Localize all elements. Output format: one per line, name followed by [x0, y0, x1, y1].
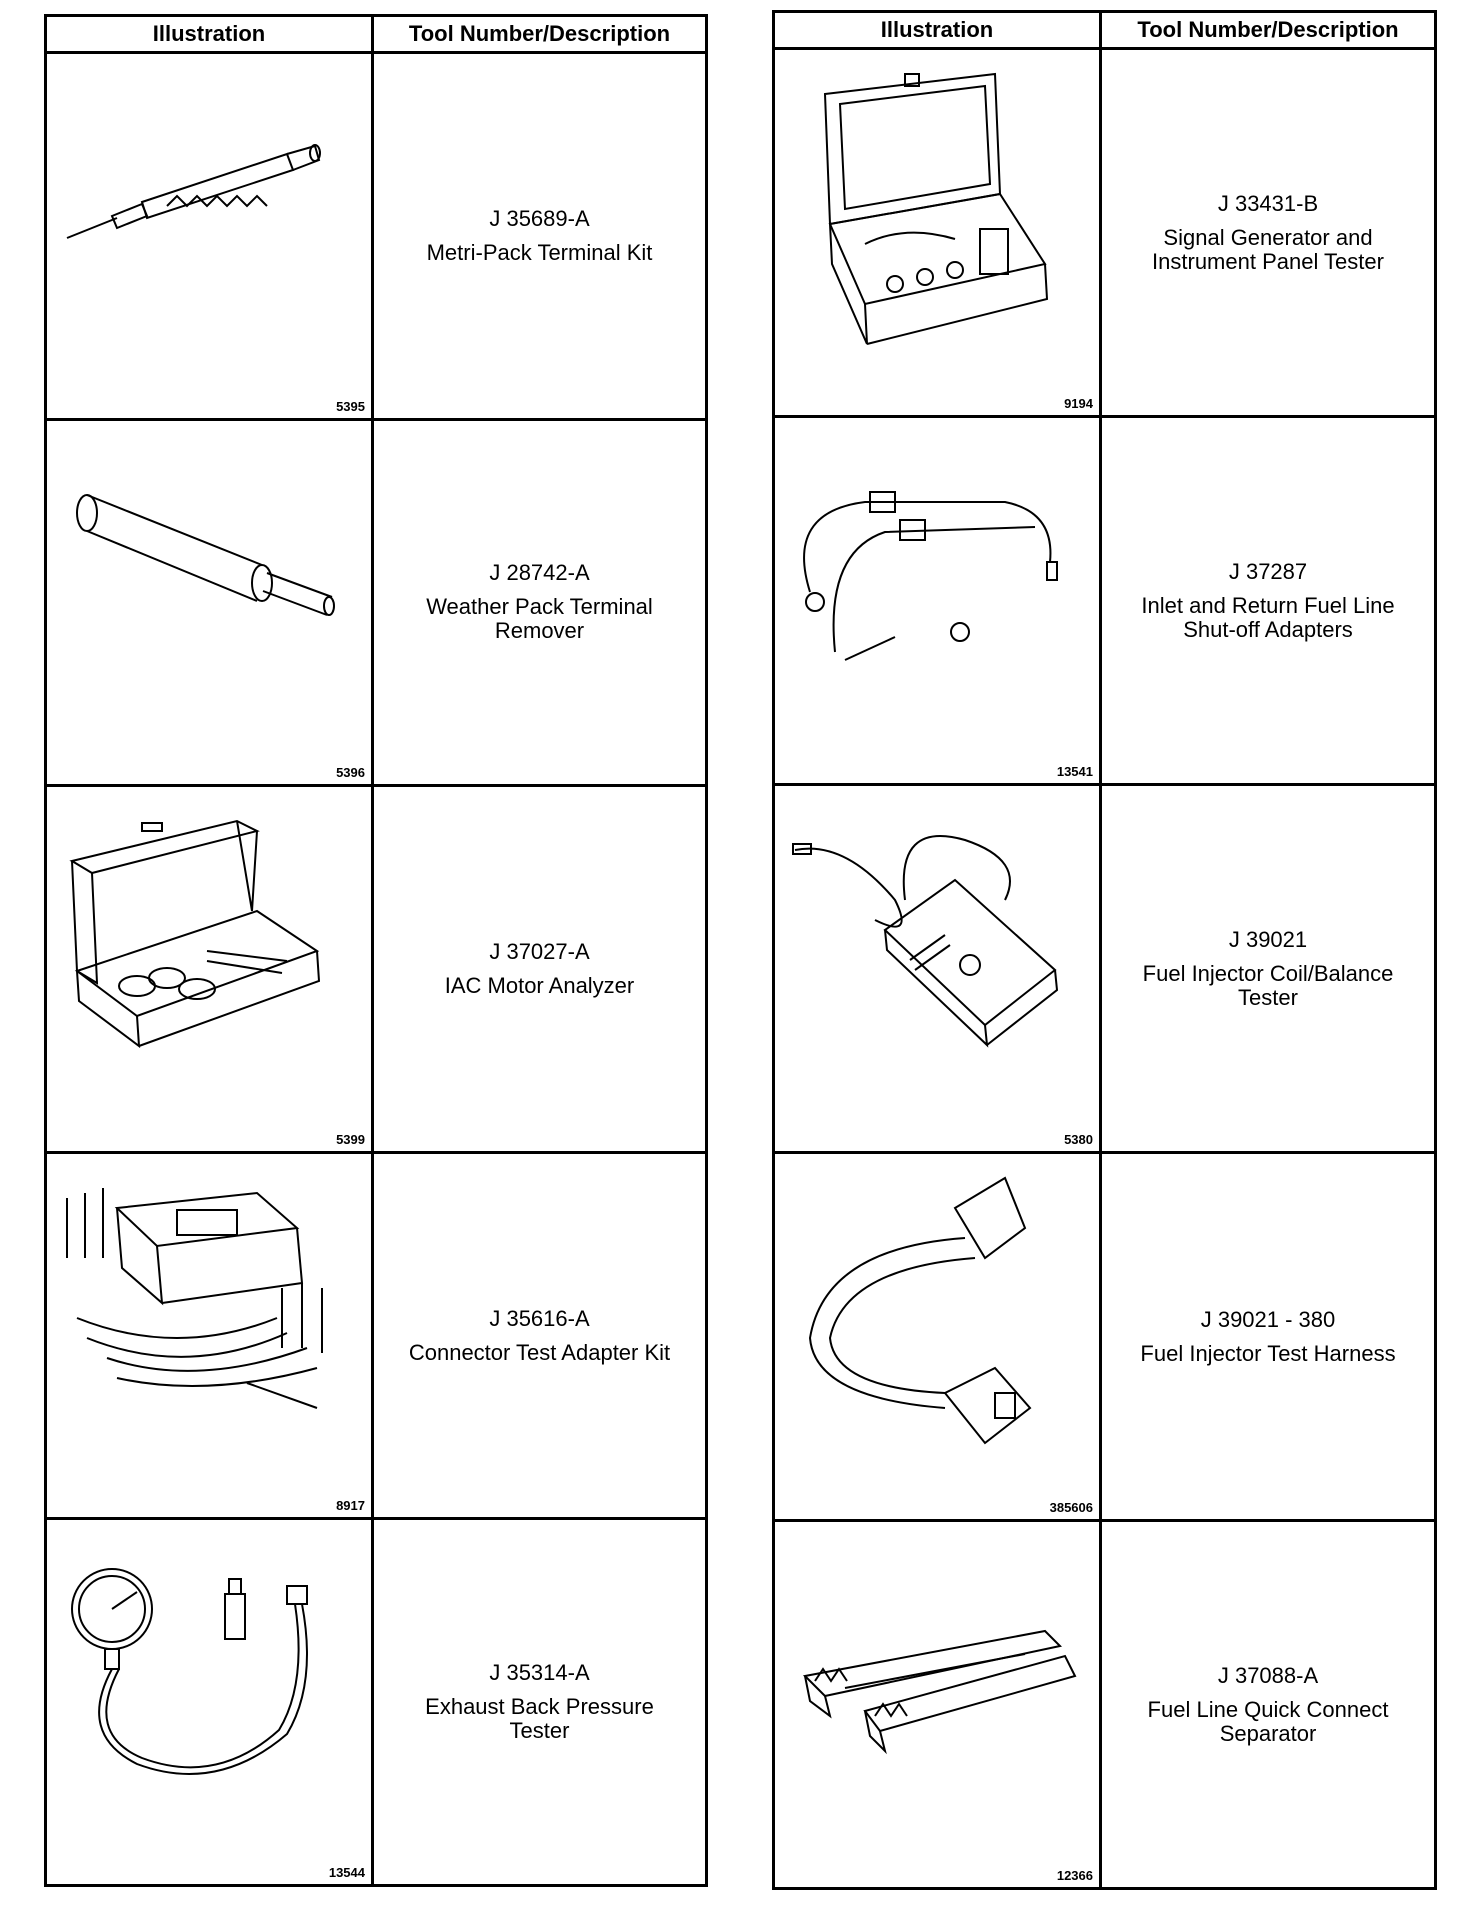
illustration-cell: 5395 — [47, 54, 374, 418]
tester-case-icon — [823, 72, 1049, 345]
tool-name: Exhaust Back Pressure Tester — [425, 1694, 654, 1744]
tool-number: J 35314-A — [489, 1660, 590, 1686]
fuel-line-adapter-icon — [803, 491, 1058, 661]
figure-number: 385606 — [1049, 1500, 1093, 1515]
tool-table-right: Illustration Tool Number/Description — [772, 10, 1437, 1890]
figure-number: 8917 — [336, 1498, 365, 1514]
tool-name: IAC Motor Analyzer — [444, 972, 635, 998]
tool-description-cell: J 37088-A Fuel Line Quick Connect Separa… — [1102, 1522, 1434, 1887]
table-row: 13544 J 35314-A Exhaust Back Pressure Te… — [47, 1520, 705, 1884]
illustration-cell: 8917 — [47, 1153, 374, 1518]
figure-number: 13544 — [328, 1864, 365, 1880]
table-row: 5399 J 37027-A IAC Motor Analyzer — [47, 787, 705, 1154]
table-row: 13541 J 37287 Inlet and Return Fuel Line… — [775, 418, 1434, 786]
tool-number: J 35616-A — [489, 1305, 590, 1331]
illustration-cell: 5396 — [47, 420, 374, 785]
tool-name: Inlet and Return Fuel Line Shut-off Adap… — [1141, 592, 1395, 642]
tool-name: Fuel Injector Test Harness — [1140, 1340, 1396, 1366]
tool-name: Connector Test Adapter Kit — [408, 1339, 671, 1365]
figure-number: 5399 — [336, 1131, 365, 1147]
tool-description-cell: J 37287 Inlet and Return Fuel Line Shut-… — [1102, 418, 1434, 783]
header-tool-description: Tool Number/Description — [408, 21, 671, 46]
tool-number: J 39021 - 380 — [1200, 1306, 1336, 1332]
table-row: 5380 J 39021 Fuel Injector Coil/Balance … — [775, 786, 1434, 1154]
illustration-cell: 5380 — [775, 786, 1102, 1151]
tool-description-cell: J 28742-A Weather Pack Terminal Remover — [374, 421, 705, 785]
figure-number: 9194 — [1064, 396, 1093, 411]
illustration-cell: 385606 — [775, 1154, 1102, 1519]
tool-name: Fuel Injector Coil/Balance Tester — [1142, 960, 1394, 1010]
tool-number: J 37088-A — [1217, 1662, 1319, 1688]
table-row: 9194 J 33431-B Signal Generator and Inst… — [775, 50, 1434, 418]
tool-number: J 39021 — [1228, 926, 1308, 952]
adapter-kit-icon — [66, 1187, 323, 1409]
illustration-cell: 13544 — [47, 1520, 374, 1884]
analyzer-case-icon — [69, 820, 321, 1049]
illustration-cell: 9194 — [775, 50, 1102, 415]
figure-number: 12366 — [1056, 1868, 1093, 1883]
table-header: Illustration Tool Number/Description — [775, 13, 1434, 50]
quick-connect-separator-icon — [802, 1629, 1077, 1755]
tool-description-cell: J 39021 - 380 Fuel Injector Test Harness — [1102, 1154, 1434, 1519]
test-harness-icon — [808, 1176, 1032, 1445]
illustration-cell: 13541 — [775, 418, 1102, 783]
tool-number: J 37287 — [1228, 558, 1308, 584]
table-header: Illustration Tool Number/Description — [47, 17, 705, 54]
table-row: 12366 J 37088-A Fuel Line Quick Connect … — [775, 1522, 1434, 1887]
tool-description-cell: J 35689-A Metri-Pack Terminal Kit — [374, 54, 705, 418]
header-illustration: Illustration — [47, 17, 374, 51]
tool-number: J 37027-A — [489, 938, 590, 964]
tool-number: J 33431-B — [1217, 190, 1319, 216]
table-row: 5396 J 28742-A Weather Pack Terminal Rem… — [47, 420, 705, 788]
tool-number: J 28742-A — [489, 560, 590, 586]
tool-table-left: Illustration Tool Number/Description 539… — [44, 14, 708, 1887]
terminal-remover-icon — [76, 493, 335, 616]
terminal-pick-icon — [66, 144, 321, 239]
tool-description-cell: J 39021 Fuel Injector Coil/Balance Teste… — [1102, 786, 1434, 1151]
tool-description-cell: J 35314-A Exhaust Back Pressure Tester — [374, 1520, 705, 1884]
figure-number: 5395 — [336, 398, 365, 414]
table-row: 8917 J 35616-A Connector Test Adapter Ki… — [47, 1153, 705, 1521]
injector-tester-icon — [792, 835, 1059, 1048]
tool-name: Weather Pack Terminal Remover — [426, 594, 653, 644]
tool-description-cell: J 33431-B Signal Generator and Instrumen… — [1102, 50, 1434, 415]
header-tool-description: Tool Number/Description — [1137, 17, 1399, 42]
tool-description-cell: J 35616-A Connector Test Adapter Kit — [374, 1154, 705, 1518]
tool-name: Metri-Pack Terminal Kit — [426, 239, 653, 265]
tool-name: Signal Generator and Instrument Panel Te… — [1152, 224, 1384, 274]
figure-number: 5396 — [336, 765, 365, 781]
illustration-cell: 12366 — [775, 1522, 1102, 1887]
header-illustration: Illustration — [775, 13, 1102, 47]
pressure-gauge-icon — [71, 1568, 308, 1776]
tool-number: J 35689-A — [489, 205, 590, 231]
table-row: 385606 J 39021 - 380 Fuel Injector Test … — [775, 1154, 1434, 1522]
tool-description-cell: J 37027-A IAC Motor Analyzer — [374, 787, 705, 1151]
tool-name: Fuel Line Quick Connect Separator — [1147, 1696, 1389, 1746]
figure-number: 5380 — [1064, 1132, 1093, 1147]
illustration-cell: 5399 — [47, 787, 374, 1151]
figure-number: 13541 — [1056, 764, 1093, 779]
table-row: 5395 J 35689-A Metri-Pack Terminal Kit — [47, 54, 705, 421]
